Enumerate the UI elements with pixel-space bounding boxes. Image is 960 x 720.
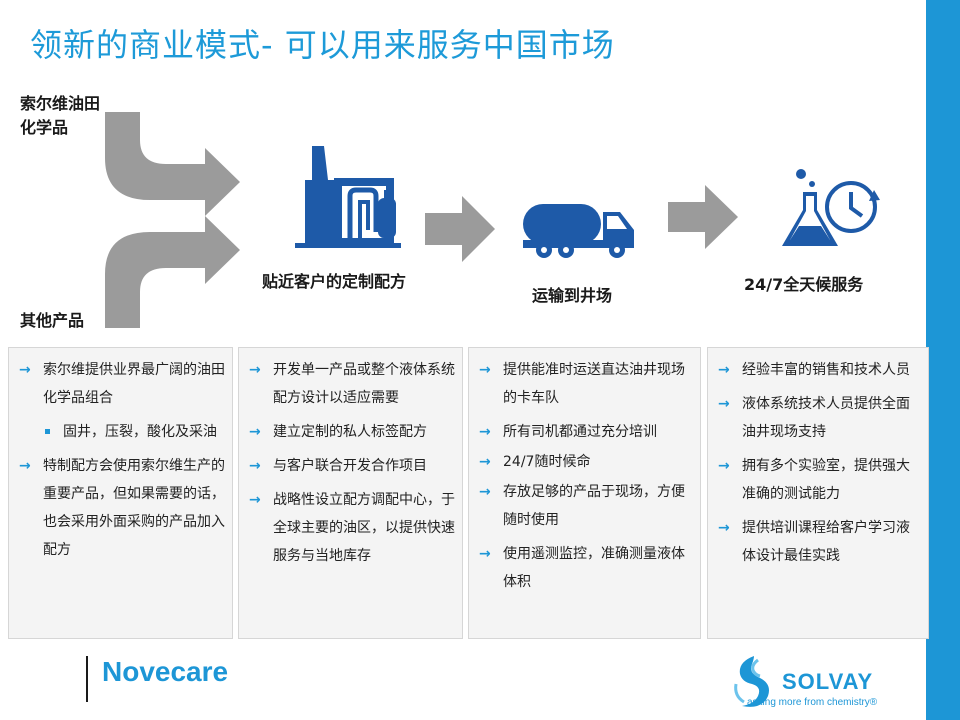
list-item: →提供培训课程给客户学习液体设计最佳实践 — [714, 514, 922, 570]
arrow-bullet-icon: → — [249, 424, 261, 440]
sub-list-item: 固井，压裂，酸化及采油 — [15, 418, 226, 446]
input-label-solvay-line1: 索尔维油田 — [20, 94, 101, 113]
truck-icon — [523, 204, 634, 258]
arrow-bullet-icon: → — [718, 396, 730, 412]
solvay-logo-icon — [734, 656, 769, 707]
list-item: →特制配方会使用索尔维生产的重要产品，但如果需要的话，也会采用外面采购的产品加入… — [15, 452, 226, 564]
flask-clock-icon — [782, 169, 880, 246]
arrow-bullet-icon: → — [479, 546, 491, 562]
list-item: →提供能准时运送直达油井现场的卡车队 — [475, 356, 694, 412]
step-label-transport: 运输到井场 — [532, 286, 613, 305]
right-accent-bar — [926, 0, 960, 720]
list-item: →索尔维提供业界最广阔的油田化学品组合 — [15, 356, 226, 412]
solvay-tagline: asking more from chemistry® — [747, 697, 878, 708]
arrow-bullet-icon: → — [479, 484, 491, 500]
info-panel-service: →经验丰富的销售和技术人员 →液体系统技术人员提供全面油井现场支持 →拥有多个实… — [707, 347, 929, 639]
flow-arrow-1 — [425, 196, 495, 262]
info-panel-products: →索尔维提供业界最广阔的油田化学品组合 固井，压裂，酸化及采油 →特制配方会使用… — [8, 347, 233, 639]
list-item: →存放足够的产品于现场，方便随时使用 — [475, 478, 694, 534]
flow-arrow-2 — [668, 185, 738, 249]
solvay-wordmark: SOLVAY — [782, 669, 874, 694]
arrow-bullet-icon: → — [479, 362, 491, 378]
footer-divider — [86, 656, 88, 702]
list-item: →所有司机都通过充分培训 — [475, 418, 694, 446]
step-label-formulation: 贴近客户的定制配方 — [262, 272, 407, 291]
arrow-bullet-icon: → — [249, 362, 261, 378]
input-label-other: 其他产品 — [20, 311, 85, 330]
novecare-logo: Novecare — [102, 656, 229, 687]
list-item: →24/7随时候命 — [475, 448, 694, 476]
arrow-bullet-icon: → — [718, 362, 730, 378]
arrow-bullet-icon: → — [479, 424, 491, 440]
step-label-service: 24/7全天候服务 — [744, 275, 864, 294]
factory-icon — [295, 146, 401, 248]
list-item: →建立定制的私人标签配方 — [245, 418, 456, 446]
list-item: →拥有多个实验室，提供强大准确的测试能力 — [714, 452, 922, 508]
info-panel-transport: →提供能准时运送直达油井现场的卡车队 →所有司机都通过充分培训 →24/7随时候… — [468, 347, 701, 639]
arrow-bullet-icon: → — [718, 458, 730, 474]
input-label-solvay-line2: 化学品 — [20, 118, 69, 137]
merge-arrow-bottom — [105, 216, 240, 328]
square-bullet-icon — [45, 429, 50, 434]
list-item: →经验丰富的销售和技术人员 — [714, 356, 922, 384]
list-item: →液体系统技术人员提供全面油井现场支持 — [714, 390, 922, 446]
merge-arrow-top — [105, 112, 240, 216]
list-item: →与客户联合开发合作项目 — [245, 452, 456, 480]
list-item: →开发单一产品或整个液体系统配方设计以适应需要 — [245, 356, 456, 412]
input-label-solvay: 索尔维油田 化学品 — [20, 92, 100, 140]
arrow-bullet-icon: → — [479, 454, 491, 470]
arrow-bullet-icon: → — [249, 458, 261, 474]
list-item: →使用遥测监控，准确测量液体体积 — [475, 540, 694, 596]
page-title: 领新的商业模式- 可以用来服务中国市场 — [30, 26, 615, 64]
arrow-bullet-icon: → — [249, 492, 261, 508]
footer — [0, 648, 926, 720]
process-flow-diagram — [105, 112, 880, 328]
arrow-bullet-icon: → — [718, 520, 730, 536]
arrow-bullet-icon: → — [19, 458, 31, 474]
list-item: →战略性设立配方调配中心，于全球主要的油区，以提供快速服务与当地库存 — [245, 486, 456, 570]
arrow-bullet-icon: → — [19, 362, 31, 378]
info-panel-formulation: →开发单一产品或整个液体系统配方设计以适应需要 →建立定制的私人标签配方 →与客… — [238, 347, 463, 639]
